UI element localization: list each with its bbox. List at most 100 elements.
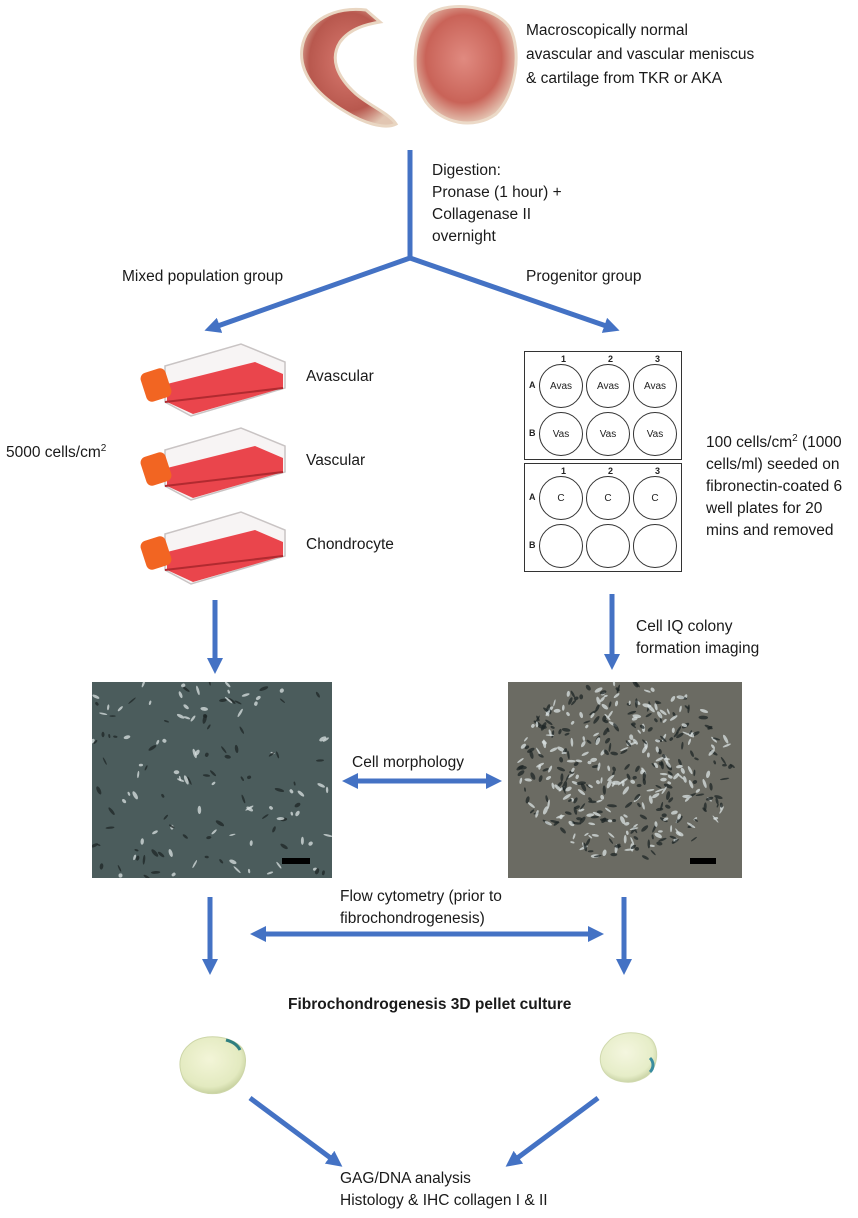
- cell-mark: [276, 751, 280, 759]
- cell-mark: [549, 747, 558, 752]
- cell-mark: [655, 784, 662, 789]
- branch-left-label: Mixed population group: [122, 268, 284, 285]
- cell-mark: [208, 682, 211, 686]
- cell-mark: [207, 724, 211, 730]
- cell-mark: [713, 760, 717, 765]
- cell-mark: [673, 773, 680, 780]
- cell-mark: [276, 817, 285, 821]
- cell-mark: [715, 797, 719, 805]
- cell-mark: [571, 797, 574, 802]
- cell-mark: [660, 801, 664, 811]
- cell-mark: [224, 682, 231, 688]
- cell-mark: [673, 731, 679, 738]
- cell-mark: [646, 752, 650, 758]
- cell-mark: [630, 779, 636, 784]
- cell-mark: [535, 810, 539, 818]
- cell-mark: [183, 704, 189, 710]
- cell-mark: [583, 720, 591, 724]
- cell-mark: [629, 734, 634, 740]
- cell-mark: [568, 820, 575, 827]
- cell-mark: [161, 793, 165, 798]
- cell-mark: [108, 734, 111, 738]
- cell-mark: [683, 776, 687, 783]
- cell-mark: [666, 708, 670, 715]
- pellet-left: [179, 1036, 246, 1094]
- cell-mark: [297, 790, 305, 797]
- cell-mark: [651, 763, 656, 768]
- cell-mark: [545, 775, 552, 781]
- well-c-a3: C: [633, 476, 677, 520]
- cell-mark: [241, 794, 246, 804]
- cell-mark: [92, 738, 95, 744]
- cell-mark: [637, 802, 641, 808]
- cell-mark: [95, 701, 99, 706]
- cell-mark: [699, 708, 709, 714]
- cell-mark: [667, 771, 673, 776]
- cell-mark: [148, 745, 157, 751]
- cell-mark: [322, 737, 329, 742]
- cell-mark: [591, 833, 599, 837]
- cell-mark: [694, 757, 699, 761]
- cell-mark: [568, 799, 572, 802]
- cell-mark: [113, 735, 118, 738]
- cell-mark: [580, 803, 586, 810]
- cell-mark: [642, 745, 648, 754]
- cell-mark: [150, 870, 161, 874]
- cell-mark: [276, 861, 282, 869]
- cell-mark: [566, 690, 570, 697]
- cell-mark: [99, 863, 104, 870]
- cell-mark: [200, 706, 208, 711]
- cell-mark: [144, 765, 148, 771]
- cell-mark: [658, 837, 667, 842]
- cell-mark: [654, 821, 658, 827]
- cell-mark: [585, 838, 591, 846]
- cell-mark: [607, 832, 615, 838]
- cell-mark: [722, 763, 727, 767]
- pellet-title: Fibrochondrogenesis 3D pellet culture: [288, 996, 572, 1013]
- cell-mark: [581, 741, 586, 748]
- cell-mark: [629, 827, 639, 830]
- cell-mark: [530, 772, 536, 780]
- cell-mark: [676, 695, 685, 700]
- scale-bar-right: [690, 858, 716, 864]
- cell-mark: [247, 868, 251, 874]
- cell-mark: [554, 784, 562, 792]
- cell-mark: [206, 836, 212, 840]
- scale-bar-left: [282, 858, 310, 864]
- cell-mark: [659, 709, 667, 716]
- cell-mark: [615, 687, 620, 692]
- cell-mark: [661, 813, 667, 818]
- cell-mark: [197, 805, 202, 815]
- cell-mark: [612, 682, 616, 687]
- cell-mark: [575, 774, 579, 780]
- cell-mark: [140, 838, 144, 845]
- well-c-a2: C: [586, 476, 630, 520]
- cell-mark: [620, 747, 629, 752]
- cell-mark: [560, 773, 564, 782]
- cell-mark: [620, 749, 628, 754]
- cell-mark: [192, 860, 198, 869]
- cell-mark: [280, 843, 288, 850]
- cell-mark: [687, 766, 693, 775]
- cell-mark: [702, 807, 707, 812]
- cell-mark: [317, 783, 326, 788]
- cell-mark: [524, 745, 530, 750]
- cell-mark: [325, 786, 329, 794]
- cell-mark: [588, 800, 597, 804]
- cell-mark: [572, 833, 576, 840]
- cell-mark: [315, 868, 320, 875]
- cell-mark: [628, 700, 631, 705]
- cell-mark: [182, 686, 190, 692]
- cell-mark: [178, 775, 182, 781]
- cell-mark: [136, 855, 140, 861]
- cell-mark: [596, 810, 603, 814]
- cell-mark: [625, 830, 629, 835]
- cell-mark: [229, 859, 237, 865]
- cell-mark: [229, 833, 236, 836]
- cell-mark: [545, 795, 549, 803]
- cell-mark: [241, 693, 250, 697]
- cell-mark: [612, 766, 616, 772]
- cell-mark: [568, 697, 573, 705]
